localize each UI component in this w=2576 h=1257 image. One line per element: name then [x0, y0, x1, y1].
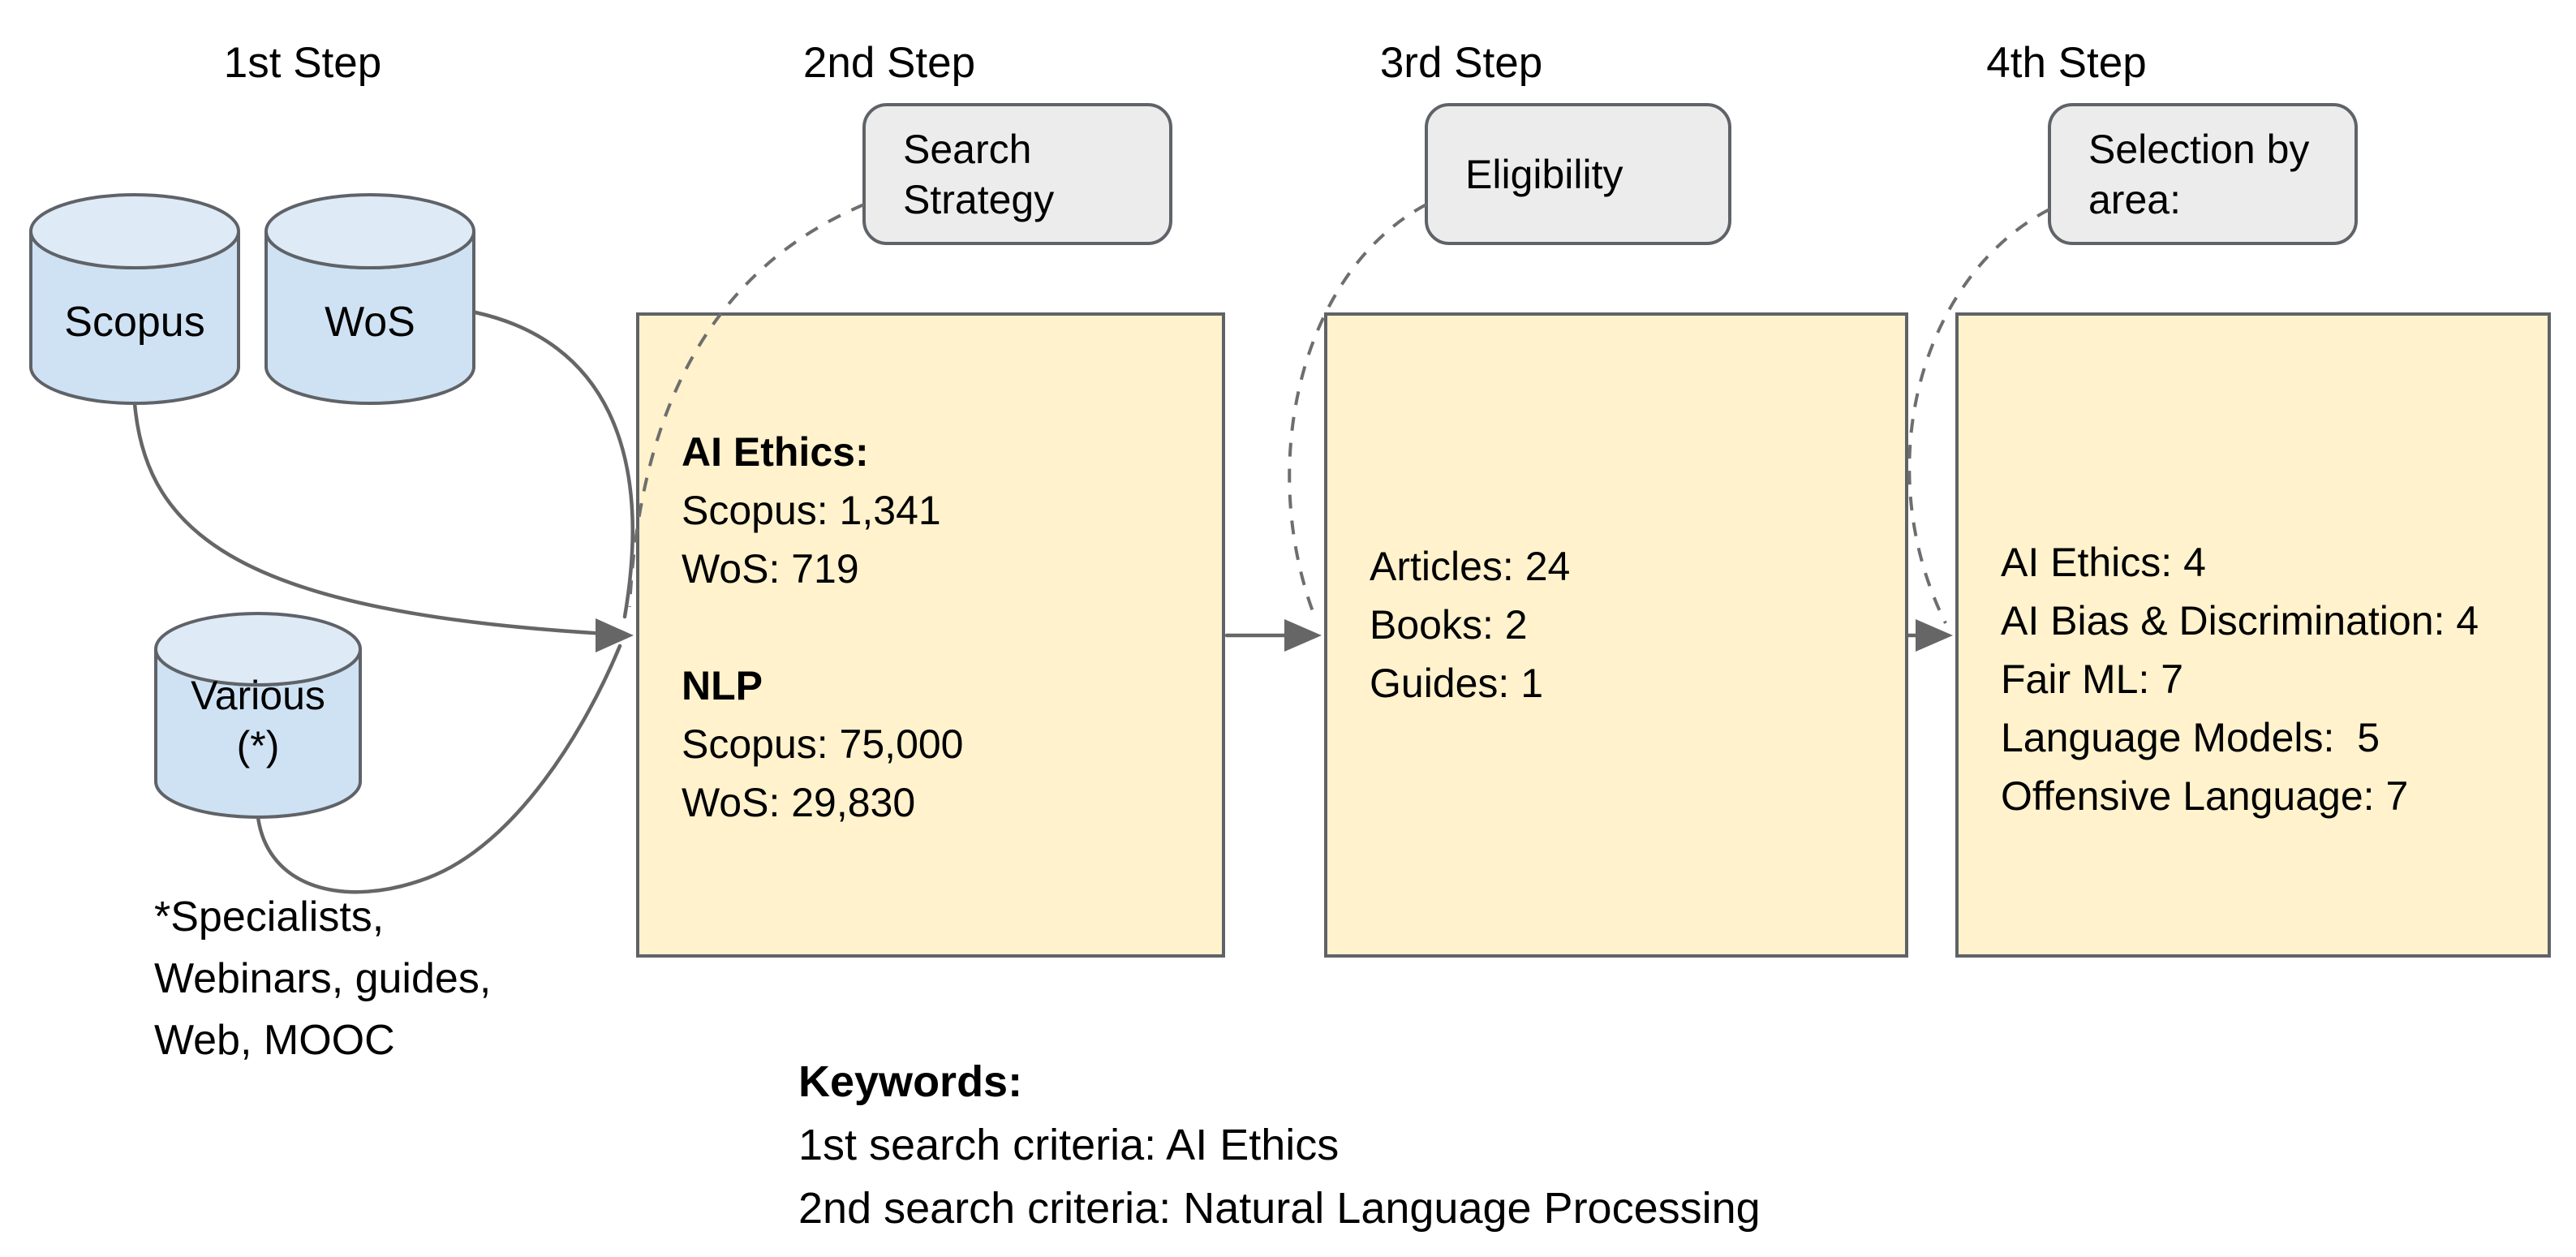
- merge-arrowhead-icon: [596, 618, 634, 652]
- search-results-content: AI Ethics: Scopus: 1,341 WoS: 719 NLP Sc…: [682, 423, 1219, 832]
- various-footnote: *Specialists, Webinars, guides, Web, MOO…: [154, 893, 492, 1064]
- result-line: Scopus: 75,000: [682, 721, 964, 767]
- result-line: Scopus: 1,341: [682, 488, 941, 533]
- search-strategy-box: Search Strategy: [862, 103, 1172, 245]
- result-line: Articles: 24: [1370, 544, 1571, 589]
- result-line: AI Bias & Discrimination: 4: [2001, 598, 2479, 644]
- step-1-heading: 1st Step: [223, 39, 382, 87]
- keywords-line: 1st search criteria: AI Ethics: [798, 1121, 1340, 1169]
- keywords-title: Keywords:: [798, 1057, 1023, 1106]
- result-line: Guides: 1: [1370, 661, 1544, 706]
- step-4-heading: 4th Step: [1986, 39, 2147, 87]
- wos-cylinder-top: [264, 193, 475, 269]
- scopus-database-label: Scopus: [64, 299, 205, 346]
- selection-results-box: AI Ethics: 4 AI Bias & Discrimination: 4…: [1955, 312, 2551, 958]
- various-asterisk-text: (*): [236, 723, 280, 768]
- nlp-section-title: NLP: [682, 663, 763, 708]
- result-line: Offensive Language: 7: [2001, 773, 2409, 819]
- eligibility-box: Eligibility: [1425, 103, 1731, 245]
- eligibility-results-box: Articles: 24 Books: 2 Guides: 1: [1324, 312, 1908, 958]
- result-line: Books: 2: [1370, 602, 1528, 648]
- wos-to-results-connector: [473, 310, 634, 619]
- result-line: AI Ethics: 4: [2001, 540, 2206, 585]
- step-2-heading: 2nd Step: [802, 39, 976, 87]
- wos-database-label: WoS: [325, 299, 415, 346]
- search-strategy-label: Search Strategy: [903, 126, 1055, 222]
- ai-ethics-section: AI Ethics: Scopus: 1,341 WoS: 719: [682, 423, 1219, 598]
- step-3-heading: 3rd Step: [1379, 39, 1543, 87]
- keywords-block: Keywords: 1st search criteria: AI Ethics…: [798, 1050, 1761, 1240]
- selection-by-area-label: Selection by area:: [2088, 126, 2310, 222]
- selection-results-content: AI Ethics: 4 AI Bias & Discrimination: 4…: [2001, 533, 2544, 825]
- various-database-label: Various (*): [156, 670, 360, 771]
- result-line: Fair ML: 7: [2001, 656, 2184, 702]
- scopus-cylinder-top: [29, 193, 240, 269]
- nlp-section: NLP Scopus: 75,000 WoS: 29,830: [682, 656, 1219, 832]
- result-line: WoS: 29,830: [682, 780, 916, 825]
- result-line: Language Models: 5: [2001, 715, 2380, 760]
- eligibility-label: Eligibility: [1465, 151, 1623, 197]
- selection-by-area-box: Selection by area:: [2048, 103, 2358, 245]
- ai-ethics-section-title: AI Ethics:: [682, 429, 869, 475]
- search-results-box: AI Ethics: Scopus: 1,341 WoS: 719 NLP Sc…: [636, 312, 1225, 958]
- arrowhead-icon: [1916, 619, 1953, 652]
- result-line: WoS: 719: [682, 546, 859, 592]
- eligibility-results-content: Articles: 24 Books: 2 Guides: 1: [1370, 537, 1902, 712]
- scopus-to-results-connector: [132, 401, 609, 636]
- arrowhead-icon: [1284, 619, 1322, 652]
- keywords-line: 2nd search criteria: Natural Language Pr…: [798, 1184, 1761, 1233]
- various-label-text: Various: [191, 673, 325, 718]
